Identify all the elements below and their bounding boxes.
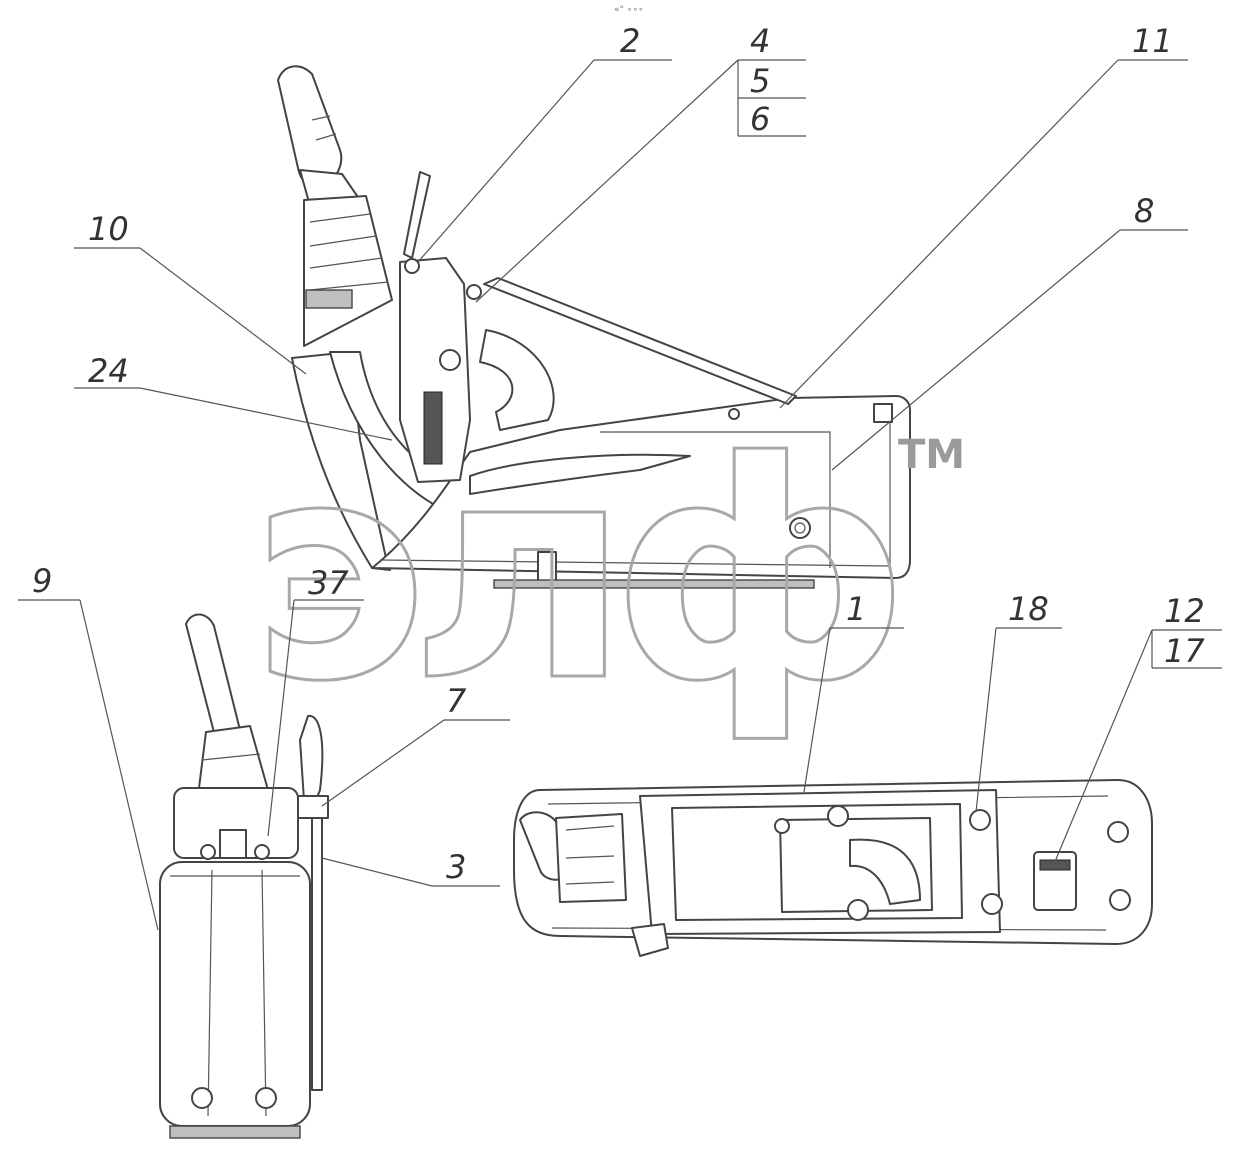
callout-17: 17: [1164, 632, 1205, 670]
callout-6: 6: [750, 100, 770, 138]
callout-24: 24: [88, 352, 129, 390]
boot-bellows-side: [303, 195, 393, 347]
callout-37: 37: [308, 564, 349, 602]
spring: [423, 391, 443, 465]
front-view: [159, 613, 329, 1139]
callout-2: 2: [620, 22, 640, 60]
watermark: элф TM: [249, 397, 966, 749]
watermark-text: элф: [250, 398, 893, 747]
joystick-handle-side: [277, 65, 343, 188]
lever-plate: [399, 257, 471, 483]
callout-5: 5: [750, 62, 770, 100]
side-view: [277, 65, 911, 589]
top-note: «° ∘∘∘: [614, 5, 644, 15]
callout-3: 3: [446, 848, 466, 886]
strut-rod: [483, 277, 797, 405]
bolt-side: [789, 517, 811, 539]
callout-labels: 2 4 5 6 11 8 10 24 9 37 7 3 1 18 12 17: [32, 22, 1205, 886]
callout-8: 8: [1134, 192, 1154, 230]
callout-1: 1: [846, 590, 866, 628]
callout-18: 18: [1008, 590, 1049, 628]
top-view: [513, 779, 1153, 957]
callout-leaders: [18, 59, 1222, 931]
callout-10: 10: [88, 210, 129, 248]
callout-4: 4: [750, 22, 770, 60]
housing-front-body: [159, 861, 311, 1127]
watermark-tm: TM: [898, 432, 965, 478]
base-body-side: [371, 395, 911, 579]
callout-9: 9: [32, 562, 52, 600]
curved-arm-side: [479, 329, 555, 431]
mounting-rail-side: [493, 579, 815, 589]
callout-12: 12: [1164, 592, 1205, 630]
mounting-rail-front: [169, 1125, 301, 1139]
callout-11: 11: [1132, 22, 1173, 60]
joystick-handle-front: [185, 613, 241, 741]
callout-7: 7: [446, 682, 467, 720]
